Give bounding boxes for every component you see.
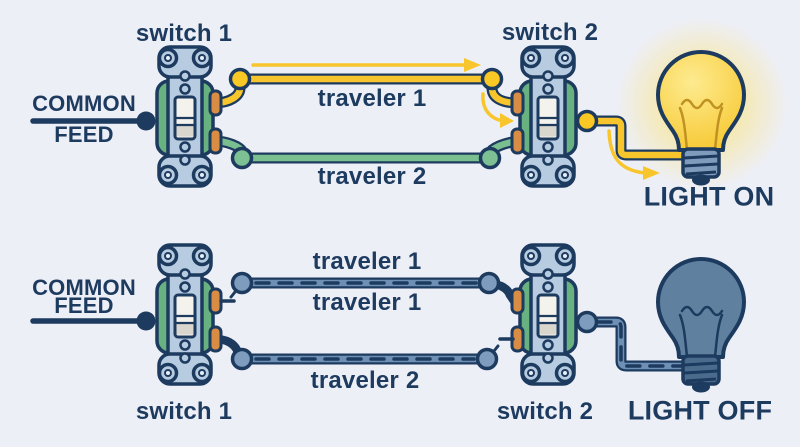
traveler2-wire-on <box>208 135 524 164</box>
traveler2-label-off: traveler 2 <box>310 367 420 394</box>
switch-1-icon-off <box>155 243 223 386</box>
traveler2-wire-off <box>210 334 493 365</box>
filament-on <box>678 98 724 152</box>
wire-nodes-on <box>228 67 599 170</box>
switch2-label-off: switch 2 <box>496 398 594 425</box>
lamp-wire-on <box>590 115 696 161</box>
current-flow-arrows <box>251 58 660 180</box>
common-feed-label-off-line2: FEED <box>54 293 114 318</box>
filament-off <box>678 305 724 359</box>
flow-arrow-to-bulb <box>607 129 647 175</box>
switch-2-icon-off <box>510 243 578 386</box>
common-feed-wire-on <box>30 111 156 131</box>
light-off-label: LIGHT OFF <box>627 395 773 426</box>
lamp-wire-off <box>590 316 696 372</box>
switch-1-icon <box>155 45 223 188</box>
switch1-label-on: switch 1 <box>135 20 233 47</box>
switch-2-icon <box>510 45 578 188</box>
common-feed-label-on-line2: FEED <box>54 122 114 147</box>
flow-arrow-into-switch2 <box>481 92 501 122</box>
light-on-label: LIGHT ON <box>643 181 775 212</box>
traveler1-label-off-above: traveler 1 <box>312 248 422 275</box>
common-feed-label-on-line1: COMMON <box>32 91 136 116</box>
traveler2-label-on: traveler 2 <box>317 163 427 190</box>
light-bulb-on-icon <box>656 50 746 186</box>
traveler1-label-on: traveler 1 <box>317 85 427 112</box>
circuit-on <box>30 18 788 190</box>
switch1-label-off: switch 1 <box>135 398 233 425</box>
light-bulb-off-icon <box>656 257 746 393</box>
circuit-off <box>30 243 746 393</box>
open-contacts-off <box>219 271 599 371</box>
common-feed-label-off-line1: COMMON <box>32 275 136 300</box>
switch2-label-on: switch 2 <box>501 19 599 46</box>
traveler1-label-off-below: traveler 1 <box>312 289 422 316</box>
common-feed-wire-off <box>30 311 156 331</box>
